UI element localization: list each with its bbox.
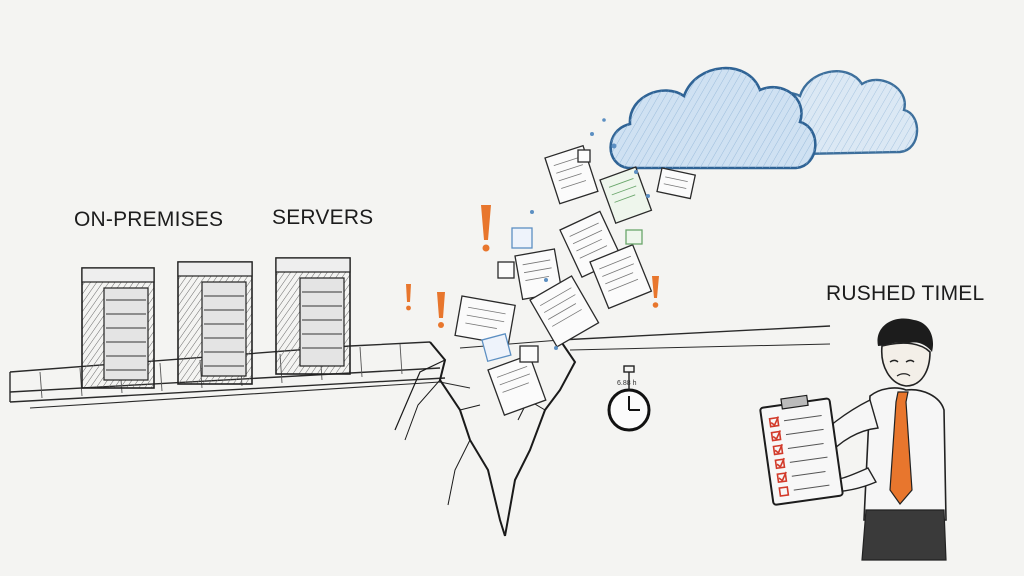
person-figure [806,318,947,561]
on-premises-label: ON-PREMISES [74,208,224,231]
server-rack-icon [81,267,155,389]
server-rack-icon [177,261,253,385]
debris-dots [530,118,650,350]
stopwatch-readout: 6.88 h [617,380,637,387]
servers-label: SERVERS [272,206,374,229]
rushed-timeline-label: RUSHED TIMEL [826,282,985,305]
stopwatch-icon [607,365,651,432]
cloud-icon [609,66,817,170]
checklist-icon [759,394,844,506]
exclamation-icon [406,205,659,328]
ground-crack [394,339,577,537]
document-icon [454,144,697,416]
server-rack-icon [275,257,351,375]
